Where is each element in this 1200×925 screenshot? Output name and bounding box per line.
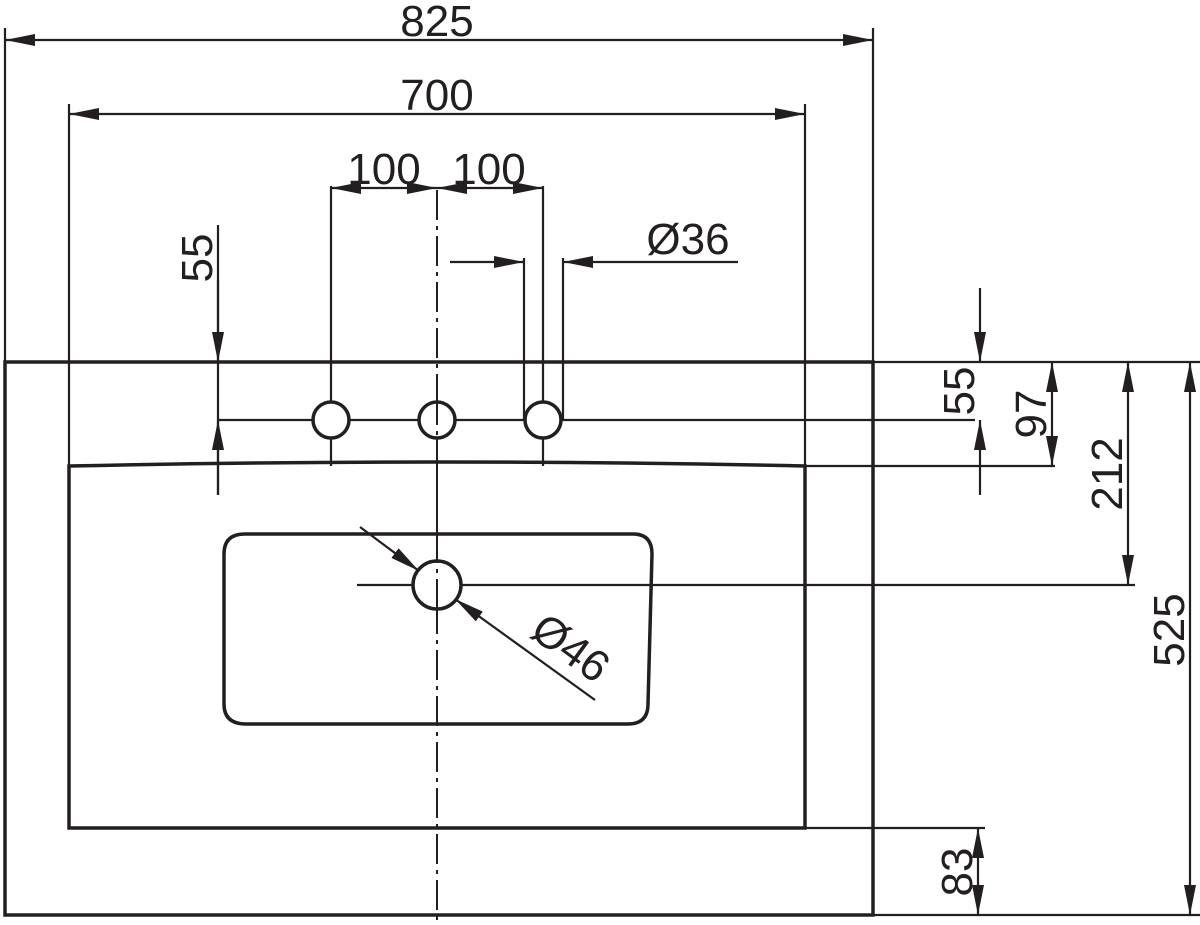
dim-825-label: 825 <box>400 0 473 46</box>
dim-100-right-label: 100 <box>452 145 525 194</box>
inner-basin-outline <box>67 460 807 830</box>
dim-83-label: 83 <box>933 848 982 897</box>
dim-525-label: 525 <box>1145 593 1194 666</box>
dim-line-46-lower <box>454 598 596 701</box>
dim-100-left-label: 100 <box>347 145 420 194</box>
dim-36-label: Ø36 <box>646 215 729 264</box>
dim-55-right-label: 55 <box>935 367 984 416</box>
dim-line-46-upper <box>359 526 420 572</box>
dim-46-label: Ø46 <box>522 604 618 693</box>
tap-hole-left <box>311 400 351 440</box>
dim-212-label: 212 <box>1083 437 1132 510</box>
tap-hole-right <box>523 400 563 440</box>
dim-97-label: 97 <box>1007 390 1056 439</box>
bowl-outline <box>222 532 654 726</box>
outer-countertop-outline <box>3 360 875 917</box>
dim-55-left-label: 55 <box>173 234 222 283</box>
dim-700-label: 700 <box>400 71 473 120</box>
